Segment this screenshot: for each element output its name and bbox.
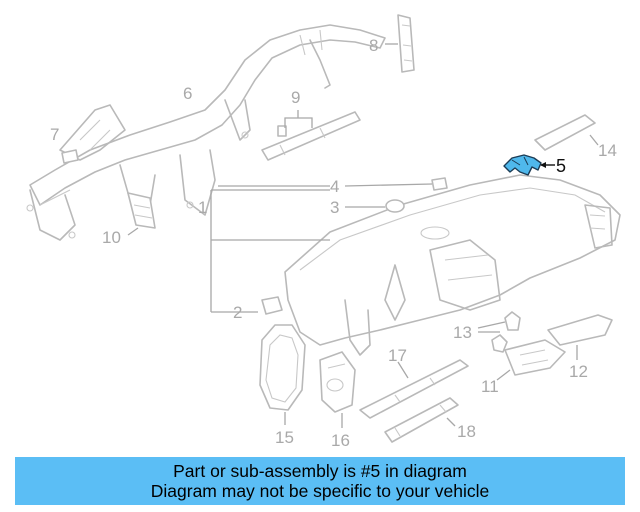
part-9-rail [261, 110, 361, 161]
part-2-cap [261, 296, 283, 315]
part-12-cover [547, 314, 613, 360]
part-7-clip [61, 149, 79, 164]
callout-7: 7 [50, 125, 59, 144]
callout-10: 10 [102, 228, 121, 247]
part-15-side-cover [259, 324, 306, 425]
part-14-trim-strip [534, 114, 599, 151]
parts-diagram: 1 2 3 4 5 6 7 8 9 10 11 12 13 14 15 16 1… [26, 14, 621, 450]
banner-line-1: Part or sub-assembly is #5 in diagram [173, 461, 467, 481]
part-8-bracket [385, 14, 415, 73]
info-banner: Part or sub-assembly is #5 in diagram Di… [15, 457, 625, 505]
callout-12: 12 [569, 362, 588, 381]
part-18-trim-bar [384, 397, 459, 443]
part-3-clip [345, 199, 405, 213]
callout-13: 13 [453, 323, 472, 342]
part-17-trim-bar [359, 359, 469, 419]
part-16-bracket-cover [319, 351, 356, 428]
callout-11: 11 [481, 377, 499, 396]
callout-9: 9 [291, 88, 300, 107]
callout-18: 18 [457, 422, 476, 441]
callout-4: 4 [330, 177, 339, 196]
callout-16: 16 [331, 431, 350, 450]
callout-8: 8 [369, 36, 378, 55]
part-13-clips [477, 311, 521, 353]
callout-1: 1 [198, 198, 207, 217]
banner-line-2: Diagram may not be specific to your vehi… [150, 481, 490, 501]
callout-2: 2 [233, 303, 242, 322]
part-1-instrument-panel [210, 174, 621, 356]
callout-15: 15 [275, 428, 294, 447]
callout-14: 14 [598, 141, 617, 160]
callout-5: 5 [556, 156, 566, 176]
callout-3: 3 [330, 198, 339, 217]
part-5-highlighted[interactable] [503, 154, 555, 176]
callout-17: 17 [388, 346, 407, 365]
part-10-bracket [127, 192, 156, 236]
part-6-support-beam [26, 24, 386, 241]
callout-6: 6 [183, 84, 192, 103]
part-11-panel [496, 339, 566, 381]
part-4-clip [218, 177, 448, 191]
